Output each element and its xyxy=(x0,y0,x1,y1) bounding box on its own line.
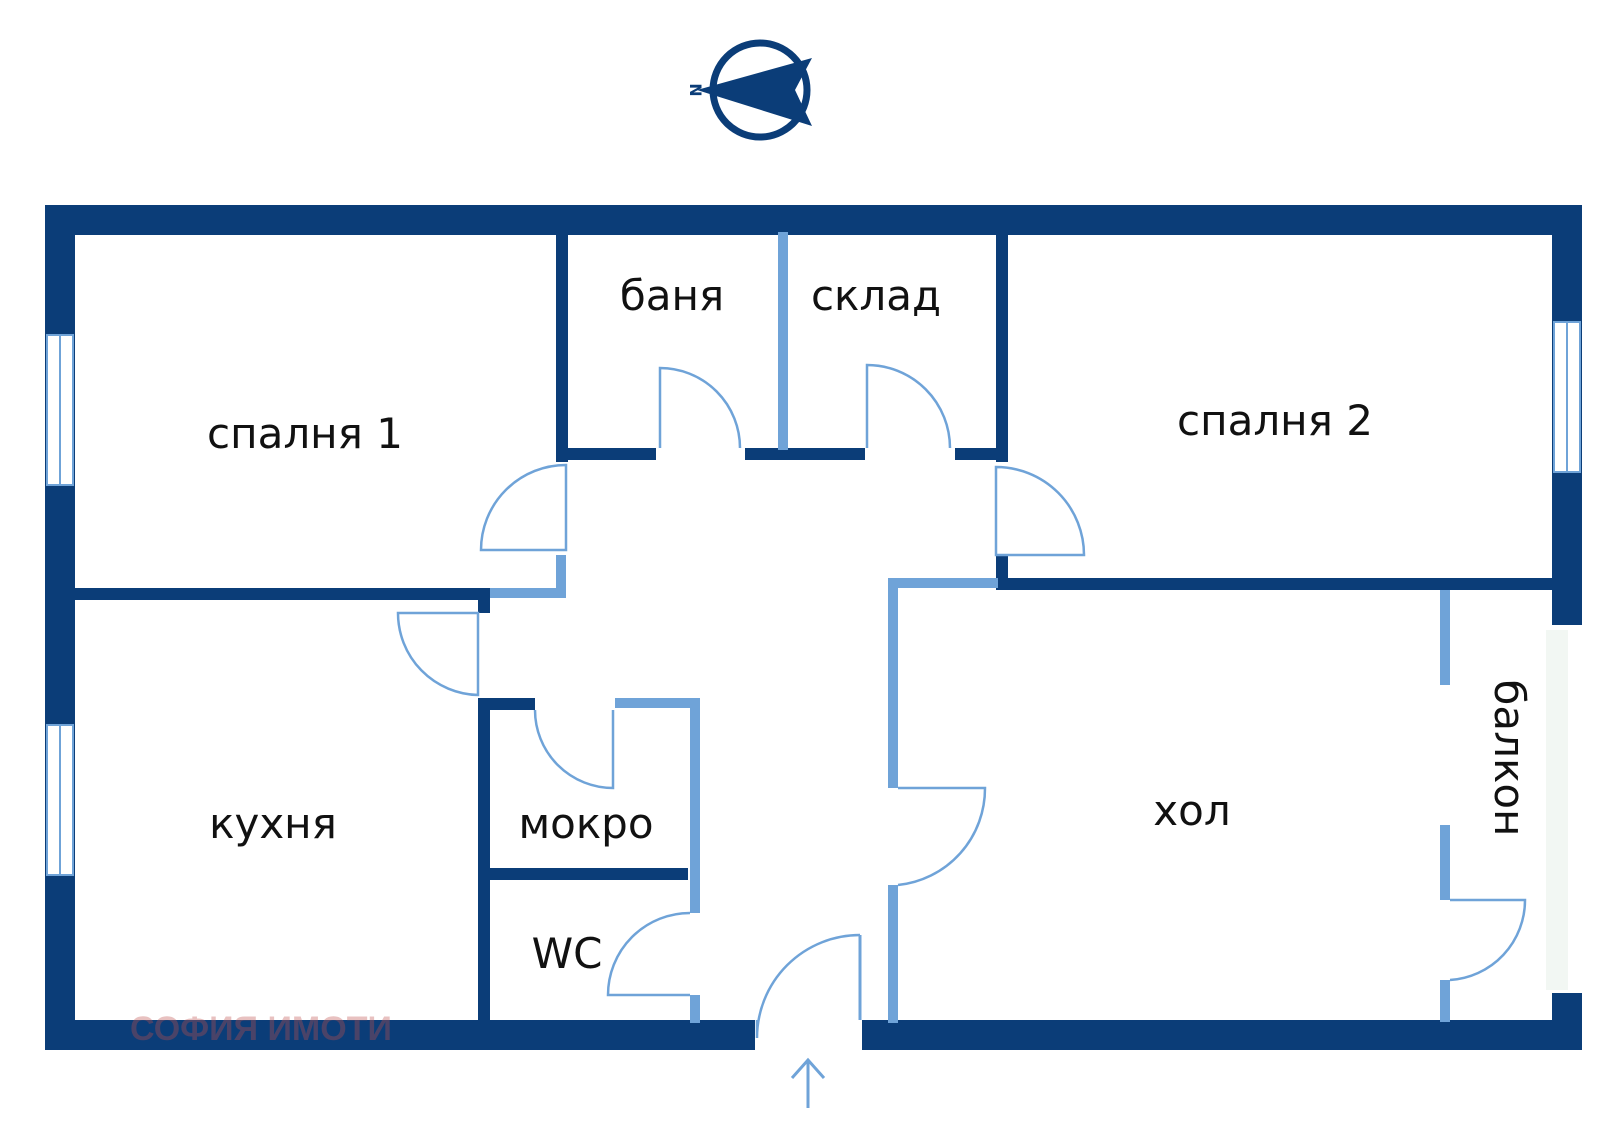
compass-north-label: N xyxy=(686,83,705,96)
balcony-glazing xyxy=(1546,630,1568,990)
room-label-wc: WC xyxy=(532,929,603,978)
room-label-utility: мокро xyxy=(518,799,653,848)
room-label-balcony: балкон xyxy=(1485,679,1534,836)
room-label-bedroom2: спалня 2 xyxy=(1177,396,1373,445)
watermark: СОФИЯ ИМОТИ xyxy=(130,1010,392,1048)
room-label-bedroom1: спалня 1 xyxy=(207,409,403,458)
interior-light-walls xyxy=(490,232,1450,1023)
room-label-living: хол xyxy=(1153,786,1230,835)
interior-walls xyxy=(75,232,1552,1023)
windows xyxy=(46,321,1581,876)
room-label-bath: баня xyxy=(620,271,724,320)
compass-icon: N xyxy=(686,39,812,141)
entrance-arrow-icon xyxy=(790,1057,826,1108)
exterior-walls xyxy=(45,205,1582,1050)
room-label-storage: склад xyxy=(811,271,941,320)
room-label-kitchen: кухня xyxy=(209,799,337,848)
door-swings xyxy=(396,363,1527,1039)
